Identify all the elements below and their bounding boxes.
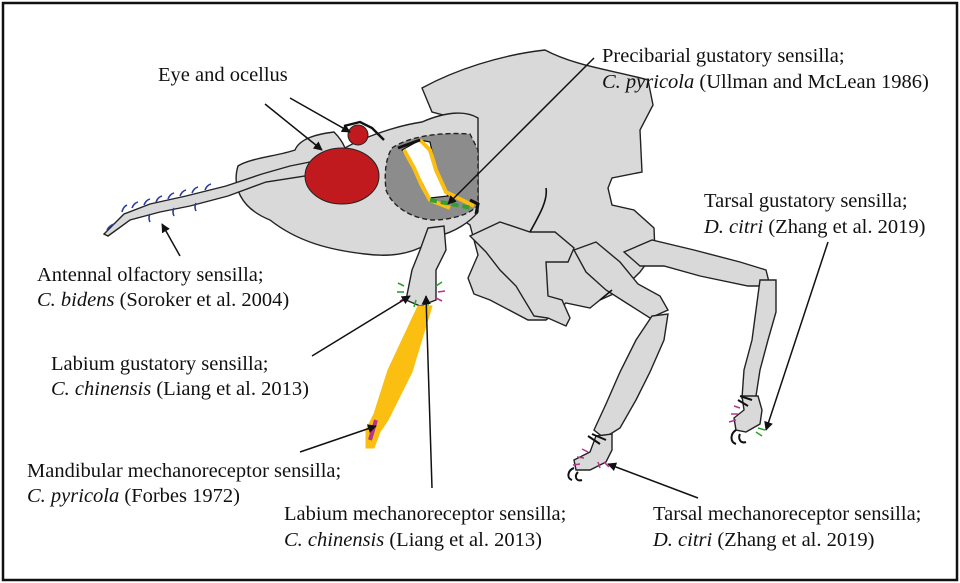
mandibular-line1: Mandibular mechanoreceptor sensilla; [27,460,341,482]
precibarial-species: C. pyricola [602,71,694,93]
precibarial-ref: (Ullman and McLean 1986) [694,71,929,93]
tarsal-mechano-line1: Tarsal mechanoreceptor sensilla; [653,503,921,525]
tarsal-mechano-ref: (Zhang et al. 2019) [712,529,874,551]
label-labium-gustatory: Labium gustatory sensilla; C. chinensis … [51,353,309,400]
arrow-ocellus [290,98,350,132]
tarsal-mechano-line2: D. citri (Zhang et al. 2019) [652,529,874,551]
hind-leg-femur [624,240,770,286]
antennal-species: C. bidens [37,289,114,311]
hind-leg-tarsus [734,396,762,432]
mandibular-ref: (Forbes 1972) [119,485,240,507]
precibarial-line2: C. pyricola (Ullman and McLean 1986) [602,71,929,93]
tarsal-gustatory-line2: D. citri (Zhang et al. 2019) [703,216,925,238]
labium-gustatory-line2: C. chinensis (Liang et al. 2013) [51,378,309,400]
label-precibarial: Precibarial gustatory sensilla; C. pyric… [602,45,929,93]
label-eye-ocellus: Eye and ocellus [158,64,288,86]
labium-gustatory-line1: Labium gustatory sensilla; [51,353,269,375]
middle-leg-tibia [594,314,668,438]
labium-mechano-species: C. chinensis [284,529,384,551]
antennal-line2: C. bidens (Soroker et al. 2004) [37,289,289,311]
labium-mechano-line2: C. chinensis (Liang et al. 2013) [284,529,542,551]
label-labium-mechano: Labium mechanoreceptor sensilla; C. chin… [284,503,566,551]
label-tarsal-gustatory: Tarsal gustatory sensilla; D. citri (Zha… [703,190,925,238]
compound-eye [305,148,379,204]
arrow-tarsal-mechano [608,464,698,498]
antennal-ref: (Soroker et al. 2004) [114,289,289,311]
labium-mechano-ref: (Liang et al. 2013) [384,529,542,551]
ocellus [348,125,368,145]
labium-gustatory-species: C. chinensis [51,378,151,400]
tarsal-gustatory-line1: Tarsal gustatory sensilla; [704,190,908,212]
antennal-line1: Antennal olfactory sensilla; [37,264,264,286]
arrow-mandibular [300,426,376,452]
tarsal-gustatory-species: D. citri [703,216,764,238]
arrow-labium-mechano [426,296,432,488]
hind-leg-tibia [742,280,776,398]
arrow-tarsal-gustatory [766,242,828,430]
label-tarsal-mechano: Tarsal mechanoreceptor sensilla; D. citr… [652,503,921,551]
mandibular-line2: C. pyricola (Forbes 1972) [27,485,240,507]
precibarial-line1: Precibarial gustatory sensilla; [602,45,845,67]
labium-gustatory-ref: (Liang et al. 2013) [151,378,309,400]
label-mandibular: Mandibular mechanoreceptor sensilla; C. … [27,460,341,507]
arrow-antennal [162,224,180,256]
labium-mechano-line1: Labium mechanoreceptor sensilla; [284,503,566,525]
tarsal-mechano-species: D. citri [652,529,713,551]
tarsal-gustatory-ref: (Zhang et al. 2019) [763,216,925,238]
arrow-labium-gustatory [312,296,410,356]
mandibular-species: C. pyricola [27,485,119,507]
label-antennal: Antennal olfactory sensilla; C. bidens (… [37,264,289,311]
